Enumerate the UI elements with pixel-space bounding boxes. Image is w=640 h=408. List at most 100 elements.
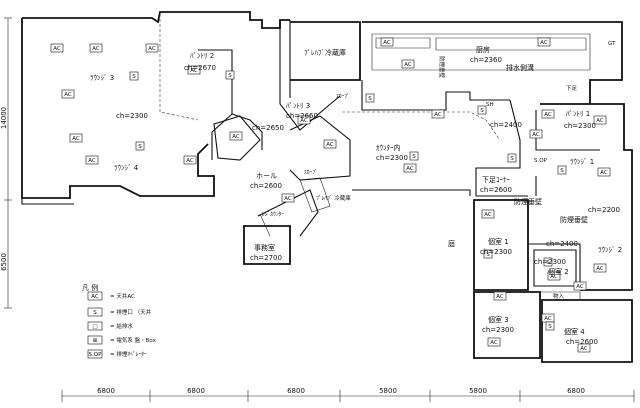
ac-unit-7: AC (85, 155, 99, 165)
s-label: S (228, 73, 232, 79)
label-hall: ホール (256, 172, 277, 180)
smoke-vent-3: S (225, 70, 235, 80)
label-private1-ch: ch=2300 (480, 248, 512, 256)
label-down: 下足 (566, 85, 578, 92)
legend-text: = 天井AC (110, 292, 135, 300)
s-label: S (560, 168, 564, 174)
label-prefab-fridge: ﾌﾟﾚﾊﾌﾞ冷蔵庫 (304, 48, 346, 57)
label-pantry3: ﾊﾟﾝﾄﾘ 3 (286, 102, 310, 110)
label-shita-corner-ch: ch=2600 (480, 186, 512, 194)
label-gt: GT (608, 41, 616, 47)
label-fire-wall-right2: 防煙垂壁 (560, 215, 588, 224)
ac-unit-23: AC (573, 281, 587, 291)
label-lounge1: ﾗｳﾝｼﾞ 1 (570, 158, 594, 166)
label-fire-wall-right1: 防煙垂壁 (514, 197, 542, 206)
label-fire-wall-left: 防煙垂壁 (438, 56, 446, 79)
smoke-vent-4: S (365, 93, 375, 103)
label-pantry3-ch: ch=2660 (286, 112, 318, 120)
label-office-ch: ch=2700 (250, 254, 282, 262)
label-ch2650: ch=2650 (252, 124, 284, 132)
ac-unit-24: AC (481, 209, 495, 219)
ac-unit-20: AC (529, 129, 543, 139)
ac-unit-15: AC (401, 59, 415, 69)
label-office: 事務室 (254, 243, 275, 252)
ac-label: AC (72, 136, 80, 142)
ac-label: AC (434, 112, 442, 118)
ac-label: AC (92, 46, 100, 52)
label-private2: 個室 2 (548, 267, 569, 276)
label-kitchen-ch: ch=2360 (470, 56, 502, 64)
legend-item-3: □= 給排水 (87, 321, 133, 331)
label-private3-ch: ch=2300 (482, 326, 514, 334)
ac-unit-25: AC (493, 291, 507, 301)
ac-label: AC (383, 40, 391, 46)
ac-unit-3: AC (145, 43, 159, 53)
room-labels: ﾗｳﾝｼﾞ 3 ch=2300 ﾗｳﾝｼﾞ 4 ﾊﾟﾝﾄﾘ 2 ch=2670 … (90, 41, 622, 346)
ac-unit-21: AC (597, 167, 611, 177)
ac-label: AC (53, 46, 61, 52)
ac-unit-19: AC (593, 115, 607, 125)
dim-bottom-1: 6800 (97, 387, 115, 395)
dim-bottom-3: 6800 (287, 387, 305, 395)
ac-label: AC (600, 170, 608, 176)
legend-text: = 給排水 (110, 322, 133, 330)
label-lounge3: ﾗｳﾝｼﾞ 3 (90, 74, 114, 82)
dimension-lines (4, 17, 635, 402)
label-drain: 排水側溝 (506, 63, 534, 72)
ac-label: AC (596, 266, 604, 272)
ac-unit-17: AC (431, 109, 445, 119)
ac-label: AC (540, 40, 548, 46)
ac-label: AC (490, 340, 498, 346)
ac-unit-6: AC (69, 133, 83, 143)
legend-text: = 電気系 盤・Box (110, 336, 157, 344)
label-counter-in-ch: ch=2300 (376, 154, 408, 162)
ac-label: AC (576, 284, 584, 290)
ac-label: AC (404, 62, 412, 68)
legend-item-4: ⊠ = 電気系 盤・Box (87, 335, 157, 345)
legend-item-1: AC= 天井AC (87, 291, 135, 301)
ac-label: AC (550, 274, 558, 280)
dim-bottom-5: 5800 (469, 387, 487, 395)
ac-unit-27: AC (541, 313, 555, 323)
ac-unit-13: AC (403, 163, 417, 173)
ac-label: AC (190, 68, 198, 74)
ac-label: AC (532, 132, 540, 138)
ac-unit-11: AC (323, 139, 337, 149)
ac-unit-2: AC (89, 43, 103, 53)
dim-vertical-2: 6500 (0, 253, 8, 271)
label-private3: 個室 3 (488, 315, 509, 324)
smoke-vent-8: S (543, 257, 553, 267)
ac-label: AC (406, 166, 414, 172)
s-label: S (412, 154, 416, 160)
label-lounge4: ﾗｳﾝｼﾞ 4 (114, 164, 139, 172)
label-counter-in: ｶｳﾝﾀｰ内 (376, 143, 401, 152)
ac-unit-10: AC (297, 115, 311, 125)
legend-text: = 排煙口 （天井 (110, 308, 152, 316)
legend-text: = 排煙ｵﾍﾟﾚｰﾀｰ (110, 350, 147, 358)
ac-label: AC (580, 346, 588, 352)
label-reg-counter: ﾚｼﾞｶｳﾝﾀｰ (262, 211, 284, 218)
legend-item-5: S.OP= 排煙ｵﾍﾟﾚｰﾀｰ (87, 349, 147, 359)
s-label: S (546, 260, 550, 266)
ac-label: AC (88, 158, 96, 164)
label-lounge2: ﾗｳﾝｼﾞ 2 (598, 246, 622, 254)
smoke-vent-6: S (557, 165, 567, 175)
legend-symbol: S (93, 310, 97, 316)
smoke-vent-1: S (129, 71, 139, 81)
label-lounge1-ch: ch=2200 (588, 206, 620, 214)
s-label: S (480, 108, 484, 114)
smoke-vent-5: S (477, 105, 487, 115)
s-label: S (548, 324, 552, 330)
smoke-vent-2: S (135, 141, 145, 151)
smoke-vent-11: S (409, 151, 419, 161)
label-hall-ch: ch=2600 (250, 182, 282, 190)
legend-symbol: ⊠ (93, 338, 98, 344)
ac-unit-1: AC (50, 43, 64, 53)
label-slope: ｽﾛｰﾌﾟ (336, 93, 350, 100)
ac-label: AC (148, 46, 156, 52)
ac-label: AC (596, 118, 604, 124)
s-label: S (132, 74, 136, 80)
